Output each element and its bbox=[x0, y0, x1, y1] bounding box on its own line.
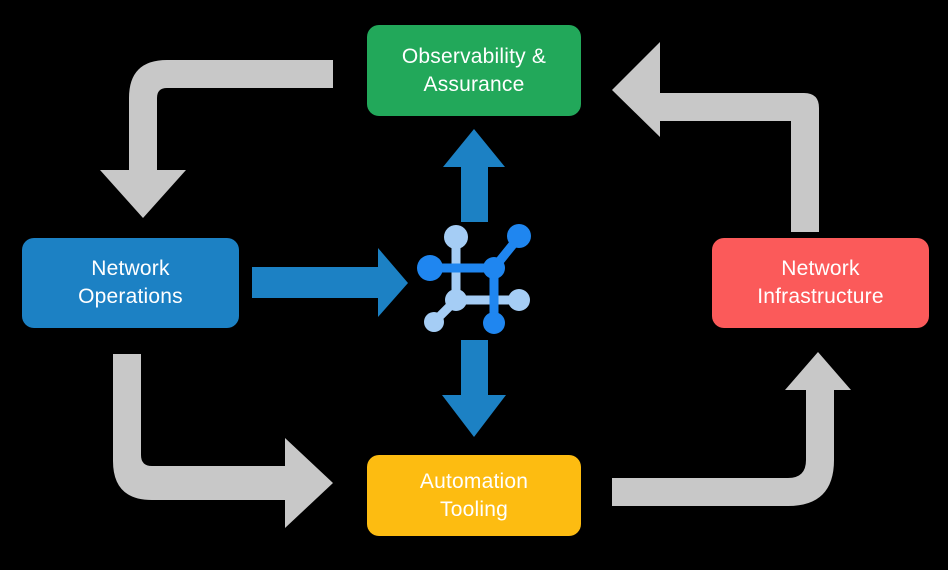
arrow-infrastructure-to-observability bbox=[612, 42, 819, 232]
node-label-observability: Observability & Assurance bbox=[401, 44, 547, 96]
network-graph-icon bbox=[417, 224, 531, 334]
node-dark-junction bbox=[483, 257, 505, 279]
node-dark-left bbox=[417, 255, 443, 281]
node-label-network-operations: Network Operations bbox=[78, 257, 183, 308]
node-box-network-operations[interactable]: Network Operations bbox=[22, 238, 239, 328]
arrow-operations-to-automation bbox=[113, 354, 333, 528]
arrow-center-to-automation bbox=[442, 340, 506, 437]
node-label-network-infrastructure: Network Infrastructure bbox=[757, 257, 884, 308]
node-dark-bottom bbox=[483, 312, 505, 334]
node-box-observability[interactable]: Observability & Assurance bbox=[367, 25, 581, 116]
node-box-network-infrastructure[interactable]: Network Infrastructure bbox=[712, 238, 929, 328]
arrow-automation-to-infrastructure bbox=[612, 352, 851, 506]
node-light-center bbox=[445, 289, 467, 311]
arrow-center-to-observability bbox=[443, 129, 505, 222]
node-label-automation-tooling: Automation Tooling bbox=[419, 469, 529, 521]
node-light-right bbox=[508, 289, 530, 311]
arrow-operations-to-center bbox=[252, 248, 408, 317]
node-light-bottom-left bbox=[424, 312, 444, 332]
node-box-automation-tooling[interactable]: Automation Tooling bbox=[367, 455, 581, 536]
node-light-top bbox=[444, 225, 468, 249]
node-dark-top-right bbox=[507, 224, 531, 248]
arrow-observability-to-operations bbox=[100, 60, 333, 218]
